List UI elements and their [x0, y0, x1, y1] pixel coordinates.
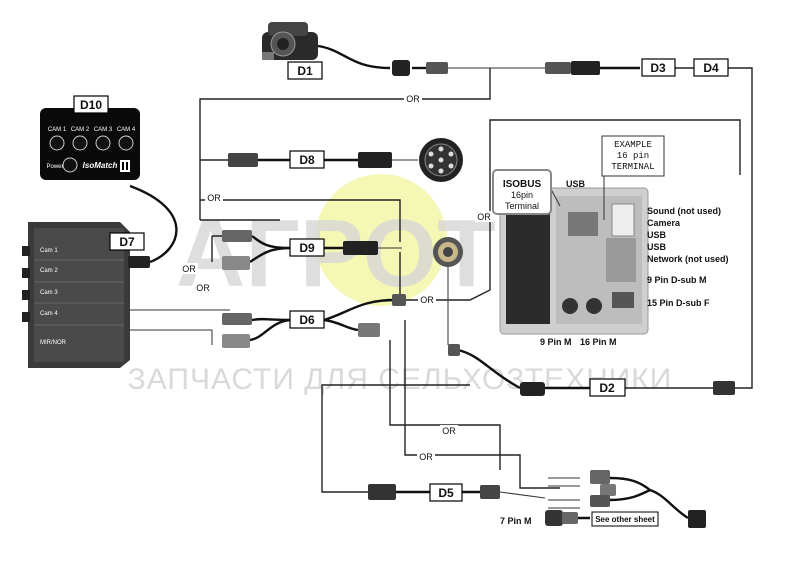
isomatch-logo-icon: [120, 160, 130, 172]
d4-label-box: D4: [693, 58, 729, 77]
isobus-title-line: 16pin: [511, 190, 533, 200]
d7-port-mirnor: MIR/NOR: [40, 340, 67, 346]
or-label: OR: [477, 212, 491, 222]
d7-port-cam3: Cam 3: [40, 290, 58, 296]
d10-label-box: D10: [73, 95, 109, 114]
isobus-title-line: Terminal: [505, 201, 539, 211]
isobus-title-box: ISOBUS 16pin Terminal: [492, 169, 552, 215]
d5-label-box: D5: [429, 483, 463, 502]
camera-d1: [262, 22, 318, 60]
bottom-right-label: 16 Pin M: [580, 337, 617, 347]
bottom-left-label: 9 Pin M: [540, 337, 572, 347]
d10-power-label: Power: [46, 164, 63, 170]
or-labels: OR OR OR OR OR OR OR OR: [180, 93, 493, 462]
side-port-label: Network (not used): [647, 254, 729, 264]
dsub-16-port: [586, 298, 602, 314]
dsub-9-port: [562, 298, 578, 314]
terminal-side-labels: Sound (not used) Camera USB USB Network …: [540, 206, 729, 347]
d2-label: D2: [599, 381, 615, 395]
connector: [128, 256, 150, 268]
or-label: OR: [196, 283, 210, 293]
watermark-sun: [315, 174, 447, 306]
d10-cam-ports: CAM 1 CAM 2 CAM 3 CAM 4: [48, 127, 136, 151]
d10-cam4: CAM 4: [117, 127, 136, 133]
dsub-9-label: 9 Pin D-sub M: [647, 275, 707, 285]
example-note: EXAMPLE 16 pin TERMINAL: [601, 135, 665, 220]
d7-label: D7: [119, 235, 135, 249]
d3-label-box: D3: [641, 58, 676, 77]
d2-label-box: D2: [589, 378, 626, 397]
d8-label: D8: [299, 153, 315, 167]
d10-brand: IsoMatch: [83, 161, 118, 170]
usb-top-label: USB: [566, 179, 586, 189]
d10-label: D10: [80, 98, 102, 112]
d10-power-port: [62, 157, 78, 173]
eight-pin-connector-face: [419, 138, 463, 182]
example-note-line: EXAMPLE: [614, 140, 652, 150]
connector: [392, 60, 735, 395]
round-connector-face: [433, 237, 463, 267]
or-label: OR: [419, 452, 433, 462]
watermark-tagline: ЗАПЧАСТИ ДЛЯ СЕЛЬХОЗТЕХНИКИ: [128, 363, 673, 396]
d1-label: D1: [297, 64, 313, 78]
connector: [222, 294, 545, 396]
connector: [368, 484, 500, 500]
side-port-label: USB: [647, 230, 667, 240]
example-note-line: TERMINAL: [611, 162, 654, 172]
isobus-title-line: ISOBUS: [503, 179, 542, 190]
see-other-sheet-label: See other sheet: [595, 515, 655, 524]
connector: [222, 230, 378, 270]
or-label: OR: [207, 193, 221, 203]
dsub-15-label: 15 Pin D-sub F: [647, 298, 710, 308]
wiring-lines: [129, 44, 753, 520]
example-note-line: 16 pin: [617, 151, 649, 161]
d7-port-cam4: Cam 4: [40, 311, 58, 317]
d10-cam2: CAM 2: [71, 127, 90, 133]
d9-label-box: D9: [289, 238, 325, 257]
d7-port-cam1: Cam 1: [40, 248, 58, 254]
side-port-label: Camera: [647, 218, 681, 228]
d7-port-cam2: Cam 2: [40, 268, 58, 274]
side-port-label: USB: [647, 242, 667, 252]
side-port-label: Sound (not used): [647, 206, 721, 216]
d10-device: CAM 1 CAM 2 CAM 3 CAM 4 Power IsoMatch: [40, 108, 140, 180]
bottom-harness: [545, 470, 706, 528]
d6-label: D6: [299, 313, 315, 327]
terminal-device: [499, 179, 649, 335]
d7-label-box: D7: [109, 232, 145, 251]
connector: [228, 152, 392, 168]
d1-label-box: D1: [287, 61, 323, 80]
d3-label: D3: [650, 61, 666, 75]
see-other-sheet-box: See other sheet: [591, 511, 659, 527]
d5-label: D5: [438, 486, 454, 500]
or-label: OR: [420, 295, 434, 305]
seven-pin-label: 7 Pin M: [500, 516, 532, 526]
d7-device: Cam 1 Cam 2 Cam 3 Cam 4 MIR/NOR: [22, 222, 130, 368]
d6-label-box: D6: [289, 310, 325, 329]
or-label: OR: [182, 264, 196, 274]
or-label: OR: [442, 426, 456, 436]
d8-label-box: D8: [289, 150, 325, 169]
or-label: OR: [406, 94, 420, 104]
d10-cam1: CAM 1: [48, 127, 67, 133]
d9-label: D9: [299, 241, 315, 255]
d4-label: D4: [703, 61, 719, 75]
d10-cam3: CAM 3: [94, 127, 113, 133]
